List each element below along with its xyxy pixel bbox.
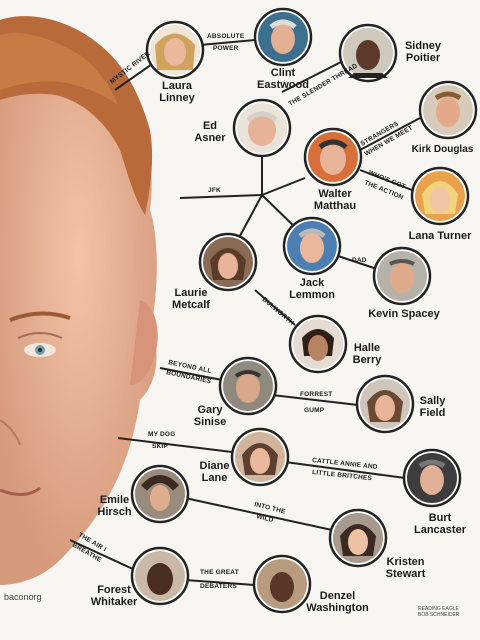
portrait-burt-lancaster — [402, 448, 462, 508]
name-lana-turner: Lana Turner — [408, 230, 472, 242]
film-debaters-1: THE GREAT — [200, 569, 239, 576]
film-debaters-2: DEBATERS — [200, 583, 237, 590]
name-laura-linney: Laura Linney — [159, 80, 195, 104]
film-my-dog-1: MY DOG — [148, 431, 175, 438]
portrait-gary-sinise — [218, 356, 278, 416]
name-clint-eastwood: Clint Eastwood — [257, 67, 309, 91]
portrait-laura-linney — [145, 20, 205, 80]
film-my-dog-2: SKIP — [152, 443, 168, 450]
name-halle-berry: Halle Berry — [352, 342, 382, 366]
portrait-denzel-washington — [252, 554, 312, 614]
portrait-kirk-douglas — [418, 80, 478, 140]
portrait-clint-eastwood — [253, 7, 313, 67]
credit-line-1: READING EAGLE — [418, 606, 459, 612]
kevin-bacon-face — [0, 16, 158, 585]
portrait-sally-field — [355, 374, 415, 434]
film-jfk: JFK — [208, 187, 221, 194]
name-sally-field: Sally Field — [419, 395, 446, 419]
name-denzel-washington: Denzel Washington — [306, 590, 369, 614]
portrait-forest-whitaker — [130, 546, 190, 606]
connection-lines — [69, 39, 421, 586]
film-cattle-2: LITTLE BRITCHES — [312, 469, 373, 482]
portrait-laurie-metcalf — [198, 232, 258, 292]
portrait-jack-lemmon — [282, 216, 342, 276]
film-dad: DAD — [352, 257, 367, 264]
name-kevin-spacey: Kevin Spacey — [368, 308, 440, 320]
name-ed-asner: Ed Asner — [194, 120, 226, 144]
name-kristen-stewart: Kristen Stewart — [385, 556, 426, 580]
source-text: baconorg — [4, 592, 42, 602]
film-absolute-power-2: POWER — [213, 45, 239, 52]
portrait-kristen-stewart — [328, 508, 388, 568]
name-burt-lancaster: Burt Lancaster — [414, 512, 466, 536]
name-emilio-hirsch: Emile Hirsch — [97, 494, 132, 518]
portrait-halle-berry — [288, 314, 348, 374]
portrait-diane-lane — [230, 427, 290, 487]
portrait-walter-matthau — [303, 127, 363, 187]
portrait-lana-turner — [410, 166, 470, 226]
name-forest-whitaker: Forest Whitaker — [90, 584, 138, 608]
portrait-emilio-hirsch — [130, 464, 190, 524]
portrait-ed-asner — [232, 98, 292, 158]
name-diane-lane: Diane Lane — [199, 460, 230, 484]
name-sidney-poitier: Sidney Poitier — [404, 40, 442, 64]
portrait-kevin-spacey — [372, 246, 432, 306]
name-jack-lemmon: Jack Lemmon — [289, 277, 335, 301]
film-forrest-2: GUMP — [304, 407, 325, 414]
name-walter-matthau: Walter Matthau — [313, 188, 357, 212]
name-laurie-metcalf: Laurie Metcalf — [172, 287, 210, 311]
film-forrest-1: FORREST — [300, 391, 332, 398]
film-absolute-power-1: ABSOLUTE — [207, 33, 245, 40]
film-into-wild-2: WILD — [256, 513, 275, 524]
portrait-sidney-poitier — [338, 23, 398, 83]
name-gary-sinise: Gary Sinise — [193, 404, 227, 428]
credit-line-2: BOB SCHNEIDER — [418, 612, 460, 618]
name-kirk-douglas: Kirk Douglas — [411, 144, 474, 155]
film-cattle-1: CATTLE ANNIE AND — [312, 457, 378, 471]
